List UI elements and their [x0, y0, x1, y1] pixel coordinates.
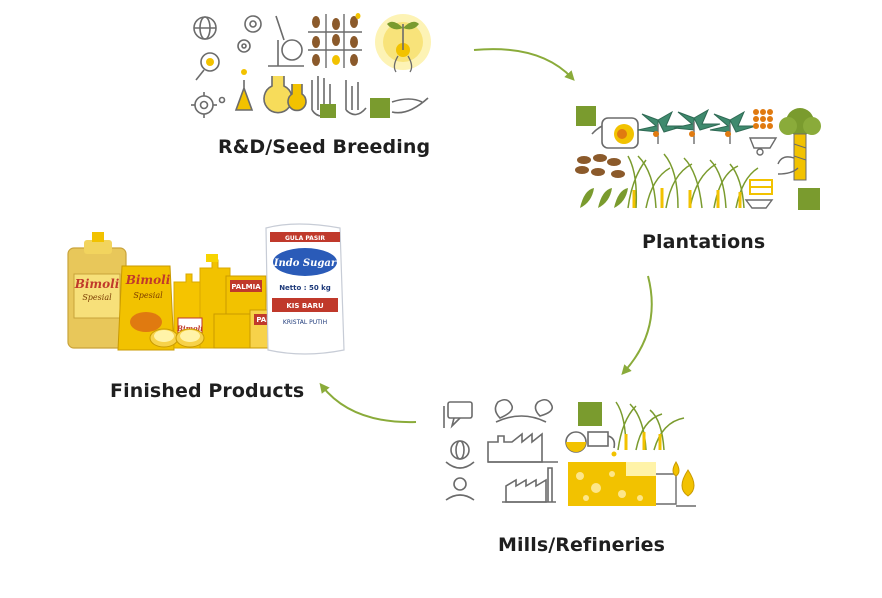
stage-label-products: Finished Products — [110, 380, 305, 402]
arrow-rnd-to-plantations — [473, 48, 575, 81]
jerry-can-image: Bimoli Spesial — [67, 232, 127, 349]
grass-field-icon — [627, 153, 759, 209]
tree-icon — [777, 108, 821, 181]
stage-label-rnd: R&D/Seed Breeding — [218, 136, 431, 158]
svg-text:PALMIA: PALMIA — [231, 283, 261, 291]
globe-icon — [193, 16, 217, 40]
cog-icon — [237, 15, 262, 53]
globe-hands-icon — [445, 440, 475, 469]
oil-block-icon — [568, 462, 677, 506]
flask-icons — [234, 69, 307, 114]
svg-text:Bimoli: Bimoli — [176, 324, 203, 333]
svg-text:Spesial: Spesial — [82, 293, 112, 302]
map-pin-icons — [494, 398, 554, 423]
stage-label-plantations: Plantations — [642, 231, 766, 253]
oil-tank-icon — [565, 431, 617, 457]
magnifier-icon — [195, 52, 220, 81]
crate-icon — [749, 179, 773, 195]
sugar-sack-image: GULA PASIR Indo Sugar Netto : 50 kg KIS … — [265, 223, 345, 355]
plantations-illustration — [574, 104, 824, 214]
coin-hand-icon — [445, 477, 475, 501]
products-illustration: Bimoli Spesial Bimoli Spesial Bimoli — [64, 218, 350, 358]
microscope-icon — [268, 15, 304, 67]
leaf-icons — [580, 188, 628, 208]
svg-text:Bimoli: Bimoli — [74, 277, 120, 291]
gear-icon — [191, 92, 226, 118]
sprout-icon — [375, 14, 431, 73]
factory-icon-2 — [502, 467, 556, 503]
svg-text:Spesial: Spesial — [133, 291, 163, 300]
svg-text:GULA PASIR: GULA PASIR — [285, 235, 325, 242]
oil-drop-icons — [672, 461, 695, 497]
factory-icon — [487, 432, 558, 463]
mills-illustration — [440, 398, 702, 510]
hand-fruit-icon — [591, 117, 639, 149]
fruit-stack-icon — [753, 109, 773, 129]
margarine-tub-images — [149, 328, 205, 348]
grass-icon — [615, 401, 685, 451]
hand-icons — [311, 76, 429, 117]
arrow-plantations-to-mills — [621, 275, 653, 375]
palm-tree-icons — [637, 108, 757, 133]
stage-label-mills: Mills/Refineries — [498, 534, 666, 556]
svg-text:Bimoli: Bimoli — [125, 273, 171, 287]
svg-text:KRISTAL PUTIH: KRISTAL PUTIH — [283, 319, 327, 326]
seed-grid-icon — [308, 14, 362, 68]
svg-text:KIS BARU: KIS BARU — [286, 302, 324, 310]
rnd-illustration — [188, 10, 438, 125]
svg-text:Netto : 50 kg: Netto : 50 kg — [279, 284, 331, 292]
chat-icon — [443, 401, 473, 429]
seed-icons — [575, 154, 625, 178]
svg-text:Indo Sugar: Indo Sugar — [273, 258, 337, 269]
arrow-mills-to-products — [319, 382, 417, 424]
